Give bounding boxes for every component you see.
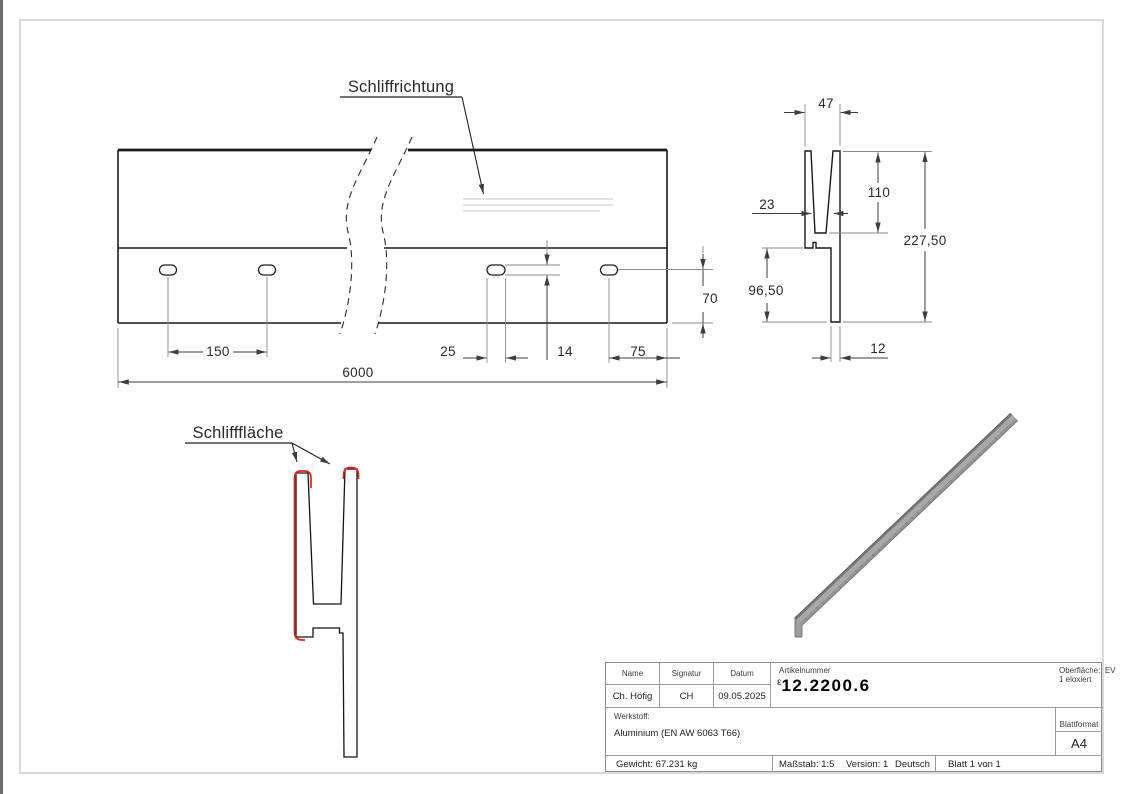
detail-view: Schlifffläche <box>185 424 360 758</box>
dim-70: 70 <box>702 291 718 306</box>
detail-profile-outline <box>295 468 358 758</box>
tb-article-number-row: ε12.2200.6 <box>777 676 871 696</box>
slot-hole-2 <box>257 264 277 276</box>
front-dimension-lines <box>118 253 706 385</box>
iso-slot-ticks <box>804 426 1009 621</box>
dim-6000: 6000 <box>342 365 373 380</box>
iso-view <box>794 412 1019 638</box>
section-extension-lines <box>762 104 932 362</box>
highlight-right-wall <box>342 466 360 479</box>
slot-hole-4 <box>599 264 619 276</box>
highlight-left-wall <box>293 470 312 641</box>
grinding-surface-callout: Schlifffläche <box>185 424 331 465</box>
grinding-direction-callout: Schliffrichtung <box>340 78 485 195</box>
tb-version: Version: 1 <box>846 758 889 770</box>
dim-23: 23 <box>759 197 775 212</box>
tb-header-date: Datum <box>714 663 771 685</box>
section-view: 47 23 110 227,50 96,50 12 <box>748 96 946 362</box>
dim-14: 14 <box>557 344 573 359</box>
viewport-left-edge <box>0 0 3 794</box>
tb-scale-cell: Maßstab: 1:5 Version: 1 Deutsch <box>773 756 936 772</box>
tb-language: Deutsch <box>895 758 930 770</box>
tb-format-value: A4 <box>1056 732 1102 756</box>
tb-article-number-label: Artikelnummer <box>779 666 831 675</box>
front-extension-lines <box>117 240 713 388</box>
break-lines <box>339 136 413 335</box>
drawing-sheet <box>19 19 1104 774</box>
tb-value-name: Ch. Höfig <box>606 685 660 708</box>
dim-25: 25 <box>440 344 456 359</box>
iso-bar <box>794 412 1019 627</box>
title-block: Name Signatur Datum Ch. Höfig CH 09.05.2… <box>605 662 1115 772</box>
tb-surface-label: Oberfläche: <box>1059 666 1101 675</box>
tb-weight: Gewicht: 67.231 kg <box>606 756 773 772</box>
dim-150: 150 <box>206 344 229 359</box>
dim-96-50: 96,50 <box>748 283 783 298</box>
slot-hole-1 <box>158 264 178 276</box>
tb-value-date: 09.05.2025 <box>714 685 771 708</box>
tb-material-value: Aluminium (EN AW 6063 T66) <box>614 728 741 739</box>
tb-sheet: Blatt 1 von 1 <box>948 758 1001 770</box>
grinding-lines <box>463 198 613 212</box>
leader-arrow-right <box>291 442 331 465</box>
leader-arrow <box>461 96 485 195</box>
slot-hole-3 <box>486 264 506 276</box>
section-dimension-lines <box>752 109 928 361</box>
dim-47: 47 <box>818 96 834 111</box>
tb-article-cell: Artikelnummer Oberfläche: EV 1 eloxiert … <box>771 663 1115 708</box>
grinding-direction-label: Schliffrichtung <box>348 78 454 96</box>
tb-header-name: Name <box>606 663 660 685</box>
tb-header-signature: Signatur <box>660 663 714 685</box>
tb-surface-value: EV 1 eloxiert <box>1059 666 1116 684</box>
grinding-surface-label: Schlifffläche <box>193 424 284 442</box>
section-profile-outline <box>804 150 841 323</box>
dim-110: 110 <box>868 185 890 200</box>
tb-format-label: Blattformat <box>1056 708 1102 732</box>
leader-arrow-left <box>291 442 298 463</box>
tb-scale: Maßstab: 1:5 <box>779 758 835 770</box>
tb-surface: Oberfläche: EV 1 eloxiert <box>1059 666 1115 684</box>
slot-holes <box>158 264 619 276</box>
dim-75: 75 <box>630 344 646 359</box>
tb-material-label: Werkstoff: <box>614 712 650 721</box>
tb-material-cell: Werkstoff: Aluminium (EN AW 6063 T66) <box>606 708 1056 756</box>
front-profile-outline <box>117 148 668 324</box>
tb-value-signature: CH <box>660 685 714 708</box>
tb-article-number: 12.2200.6 <box>781 676 871 695</box>
front-view: Schliffrichtung <box>117 78 718 388</box>
tb-article-prefix: ε <box>777 677 782 688</box>
grinding-surface-highlights <box>293 466 360 641</box>
dim-227-50: 227,50 <box>903 233 946 248</box>
dim-12: 12 <box>870 341 886 356</box>
